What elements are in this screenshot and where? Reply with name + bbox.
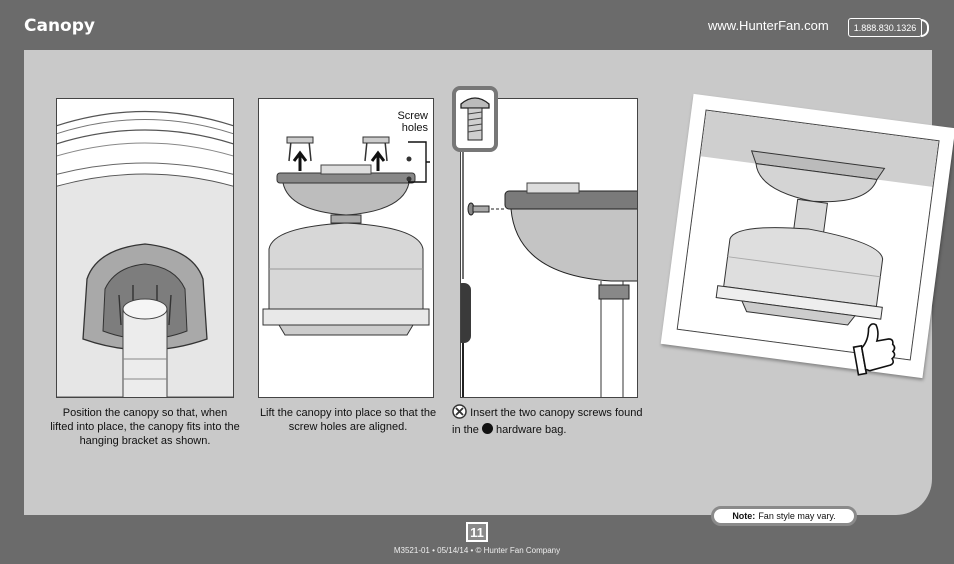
step-2-illustration (258, 98, 434, 398)
step-1-caption: Position the canopy so that, when lifted… (50, 407, 240, 447)
screw-holes-callout: Screw holes (397, 110, 428, 134)
canopy-lift-diagram (259, 99, 433, 397)
step-3-caption-part2: hardware bag. (496, 424, 567, 436)
step-3-caption: Insert the two canopy screws found in th… (452, 404, 648, 437)
installed-fan-photo (660, 93, 954, 379)
step-3-caption-part1: Insert the two canopy screws found in th… (452, 407, 643, 436)
step-1-illustration (46, 98, 244, 410)
screw-inset (452, 86, 498, 152)
note-text: Fan style may vary. (758, 511, 836, 521)
screw-icon (460, 97, 490, 141)
footer-doc-info: M3521-01 • 05/14/14 • © Hunter Fan Compa… (393, 546, 561, 555)
screw-holes-bracket-line (408, 141, 430, 183)
page-title: Canopy (24, 16, 95, 36)
note-box: Note: Fan style may vary. (711, 506, 857, 526)
phone-tab-decoration (921, 19, 929, 37)
phone-number: 1.888.830.1326 (848, 18, 922, 37)
hardware-bag-dot-icon (481, 423, 493, 434)
canopy-bracket-closeup (46, 99, 244, 410)
website-link[interactable]: www.HunterFan.com (708, 18, 829, 33)
note-label: Note: (732, 511, 756, 521)
installed-fan-image (676, 109, 940, 361)
step-2-caption: Lift the canopy into place so that the s… (259, 407, 437, 433)
no-tool-icon (452, 404, 467, 423)
up-arrow-icon (370, 150, 386, 171)
up-arrow-icon (292, 150, 308, 171)
thumbs-up-icon (852, 323, 896, 376)
screw-icon (467, 202, 490, 216)
page-number: 11 (466, 522, 488, 542)
